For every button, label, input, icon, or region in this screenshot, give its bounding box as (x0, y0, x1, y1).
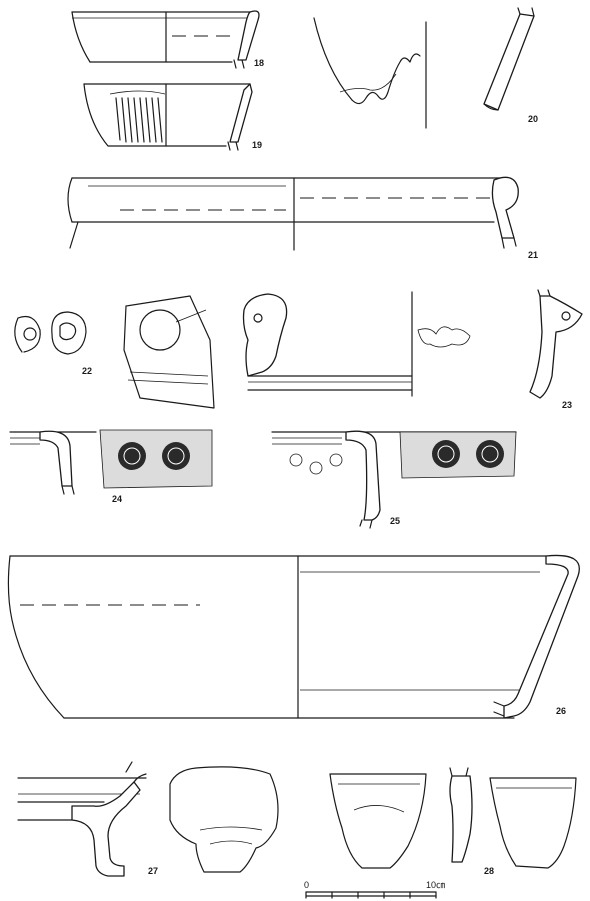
sherd-19: 19 (83, 83, 262, 151)
scale-label-start: 0 (304, 880, 309, 890)
figure-number-28: 28 (484, 866, 494, 876)
figure-number-22: 22 (82, 366, 92, 376)
figure-number-23: 23 (562, 400, 572, 410)
scale-label-end: 10㎝ (426, 880, 445, 890)
sherd-23: 23 (242, 289, 583, 410)
sherd-18: 18 (71, 10, 264, 69)
figure-number-26: 26 (556, 706, 566, 716)
sherd-24: 24 (9, 429, 213, 504)
figure-number-21: 21 (528, 250, 538, 260)
stamped-rubbing-24 (99, 429, 213, 489)
figure-number-20: 20 (528, 114, 538, 124)
scale-bar: 0 10㎝ (304, 880, 445, 899)
sherd-22: 22 (14, 295, 215, 409)
figure-number-24: 24 (112, 494, 122, 504)
figure-number-19: 19 (252, 140, 262, 150)
sherd-26: 26 (7, 554, 580, 719)
sherd-21: 21 (67, 176, 538, 260)
figure-number-25: 25 (390, 516, 400, 526)
sherd-27: 27 (17, 761, 279, 877)
sherd-28: 28 (329, 767, 577, 876)
sherd-20: 20 (483, 7, 538, 124)
figure-number-18: 18 (254, 58, 264, 68)
fragment-wavy-band (313, 17, 427, 129)
sherd-25: 25 (271, 430, 517, 529)
comb-decoration (115, 97, 163, 143)
figure-number-27: 27 (148, 866, 158, 876)
stamped-rubbing-25 (399, 431, 517, 479)
